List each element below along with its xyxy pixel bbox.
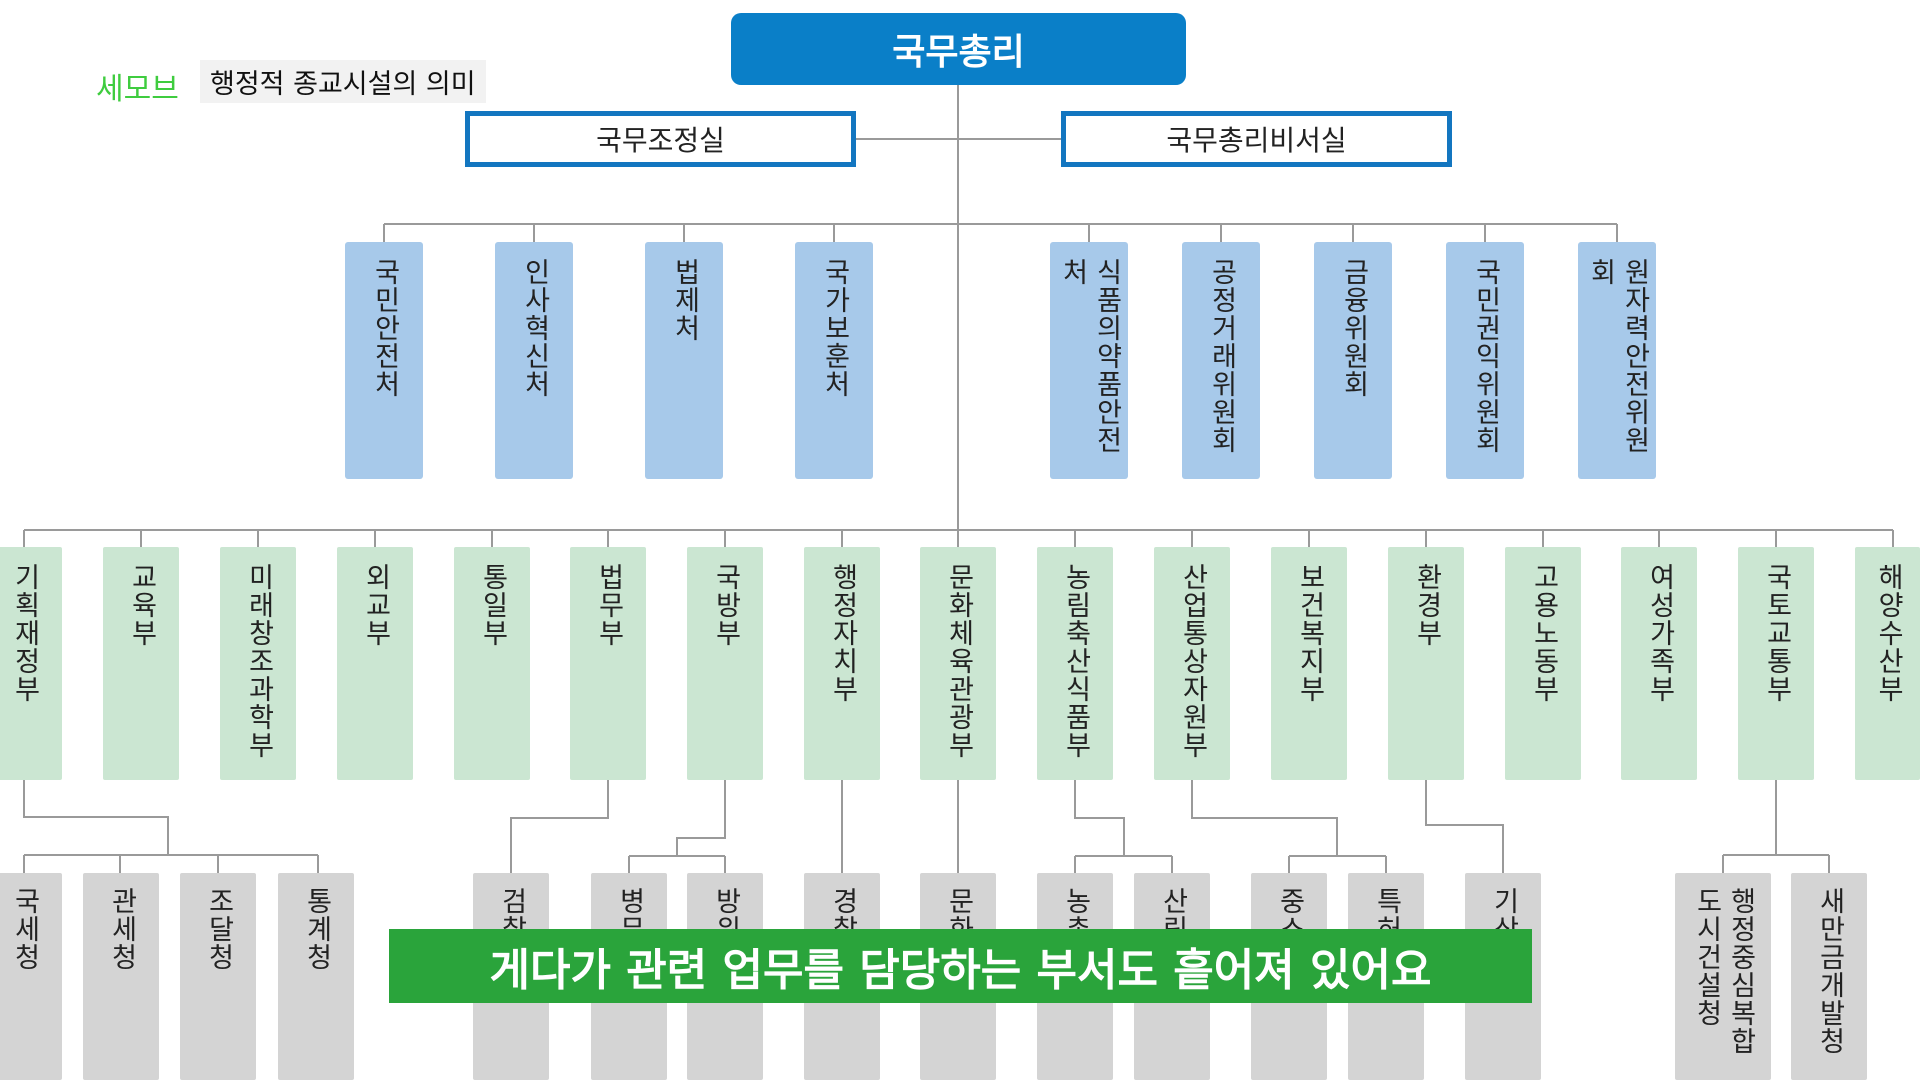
node-agency: 국세청 bbox=[0, 873, 62, 1080]
channel-logo: 세모브 bbox=[96, 72, 179, 107]
node-label: 국민안전처 bbox=[369, 258, 400, 398]
node-tier2: 공정거래위원회 bbox=[1182, 242, 1260, 479]
node-label: 통계청 bbox=[301, 887, 332, 971]
node-ministry: 외교부 bbox=[337, 547, 413, 780]
node-label: 원자력안전위원회 bbox=[1585, 258, 1650, 454]
node-tier2: 국가보훈처 bbox=[795, 242, 873, 479]
node-tier2: 원자력안전위원회 bbox=[1578, 242, 1656, 479]
node-tier2: 법제처 bbox=[645, 242, 723, 479]
node-label: 교육부 bbox=[126, 563, 157, 647]
node-label: 국세청 bbox=[9, 887, 40, 971]
node-agency: 조달청 bbox=[180, 873, 256, 1080]
node-ministry: 국토교통부 bbox=[1738, 547, 1814, 780]
node-label: 조달청 bbox=[203, 887, 234, 971]
node-label: 행정자치부 bbox=[827, 563, 858, 703]
node-ministry: 국방부 bbox=[687, 547, 763, 780]
node-tier2: 식품의약품안전처 bbox=[1050, 242, 1128, 479]
node-label: 국방부 bbox=[710, 563, 741, 647]
node-label: 법무부 bbox=[593, 563, 624, 647]
node-ministry: 보건복지부 bbox=[1271, 547, 1347, 780]
node-tier2: 인사혁신처 bbox=[495, 242, 573, 479]
node-label: 기획재정부 bbox=[9, 563, 40, 703]
node-label: 국민권익위원회 bbox=[1470, 258, 1501, 454]
node-label: 문화체육관광부 bbox=[943, 563, 974, 759]
node-label: 농림축산식품부 bbox=[1060, 563, 1091, 759]
node-label: 국토교통부 bbox=[1761, 563, 1792, 703]
node-ministry: 농림축산식품부 bbox=[1037, 547, 1113, 780]
node-ministry: 산업통상자원부 bbox=[1154, 547, 1230, 780]
node-label: 보건복지부 bbox=[1294, 563, 1325, 703]
node-label: 인사혁신처 bbox=[519, 258, 550, 398]
node-office-coordination: 국무조정실 bbox=[465, 111, 856, 167]
node-label: 산업통상자원부 bbox=[1177, 563, 1208, 759]
node-ministry: 교육부 bbox=[103, 547, 179, 780]
node-label: 새만금개발청 bbox=[1814, 887, 1845, 1055]
node-label: 환경부 bbox=[1411, 563, 1442, 647]
node-ministry: 미래창조과학부 bbox=[220, 547, 296, 780]
node-label: 금융위원회 bbox=[1338, 258, 1369, 398]
node-ministry: 환경부 bbox=[1388, 547, 1464, 780]
node-ministry: 기획재정부 bbox=[0, 547, 62, 780]
node-label: 법제처 bbox=[669, 258, 700, 342]
node-ministry: 행정자치부 bbox=[804, 547, 880, 780]
node-label: 외교부 bbox=[360, 563, 391, 647]
caption-subtitle: 게다가 관련 업무를 담당하는 부서도 흩어져 있어요 bbox=[389, 929, 1532, 1003]
node-label: 관세청 bbox=[106, 887, 137, 971]
node-office-secretariat: 국무총리비서실 bbox=[1061, 111, 1452, 167]
node-label: 미래창조과학부 bbox=[243, 563, 274, 759]
node-ministry: 여성가족부 bbox=[1621, 547, 1697, 780]
node-prime-minister: 국무총리 bbox=[731, 13, 1186, 85]
node-tier2: 국민권익위원회 bbox=[1446, 242, 1524, 479]
node-label: 식품의약품안전처 bbox=[1057, 258, 1122, 454]
node-label: 통일부 bbox=[477, 563, 508, 647]
node-label: 해양수산부 bbox=[1872, 563, 1904, 703]
node-ministry: 통일부 bbox=[454, 547, 530, 780]
node-label: 국가보훈처 bbox=[819, 258, 850, 398]
node-tier2: 국민안전처 bbox=[345, 242, 423, 479]
node-label: 행정중심복합 도시건설청 bbox=[1691, 887, 1756, 1055]
node-ministry: 고용노동부 bbox=[1505, 547, 1581, 780]
node-agency: 관세청 bbox=[83, 873, 159, 1080]
node-tier2: 금융위원회 bbox=[1314, 242, 1392, 479]
node-ministry: 법무부 bbox=[570, 547, 646, 780]
node-agency: 새만금개발청 bbox=[1791, 873, 1867, 1080]
node-ministry: 문화체육관광부 bbox=[920, 547, 996, 780]
node-agency: 행정중심복합 도시건설청 bbox=[1675, 873, 1771, 1080]
video-title: 행정적 종교시설의 의미 bbox=[200, 60, 486, 103]
node-agency: 통계청 bbox=[278, 873, 354, 1080]
node-ministry: 해양수산부 bbox=[1855, 547, 1920, 780]
node-label: 공정거래위원회 bbox=[1206, 258, 1237, 454]
node-label: 고용노동부 bbox=[1528, 563, 1559, 703]
node-label: 여성가족부 bbox=[1644, 563, 1675, 703]
